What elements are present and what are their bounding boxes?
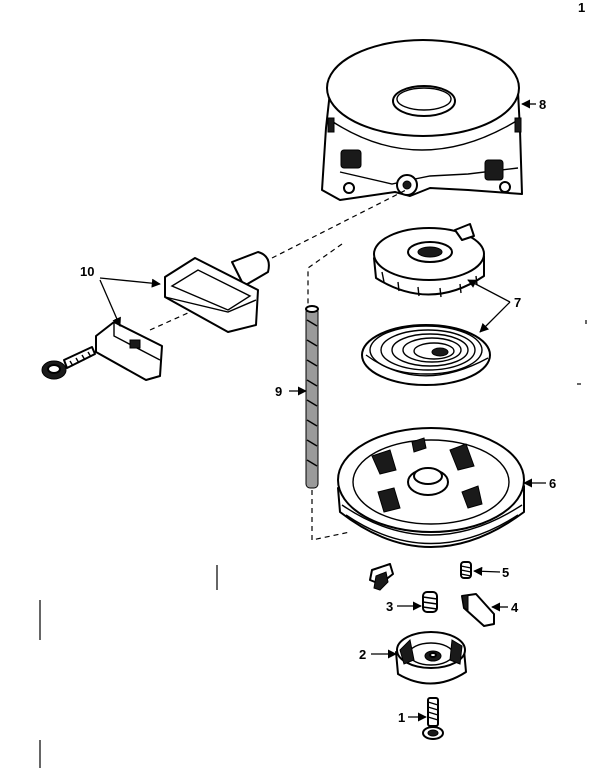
part-3-spring bbox=[422, 591, 438, 613]
leader-10-clip bbox=[99, 279, 121, 327]
part-4-pawl bbox=[461, 593, 495, 627]
part-10-handle bbox=[164, 251, 270, 333]
part-7-spring-cup bbox=[373, 223, 485, 298]
part-10-retainer-clip bbox=[95, 321, 163, 381]
part-5-spring bbox=[460, 561, 472, 579]
part-2-ratchet-cup bbox=[395, 631, 467, 685]
part-1-center-bolt bbox=[422, 697, 444, 740]
part-7-recoil-spring bbox=[361, 324, 491, 386]
callout-7: 7 bbox=[514, 295, 521, 310]
leader-5 bbox=[473, 566, 501, 576]
page-mark: 1 bbox=[578, 0, 585, 15]
callout-9: 9 bbox=[275, 384, 282, 399]
leader-10-handle bbox=[99, 277, 161, 288]
callout-4: 4 bbox=[511, 600, 519, 615]
pulley-pin bbox=[369, 563, 394, 591]
part-9-starter-rope bbox=[305, 305, 319, 489]
callout-2: 2 bbox=[359, 647, 366, 662]
part-6-pulley bbox=[337, 427, 525, 548]
callout-6: 6 bbox=[549, 476, 556, 491]
rope-path-dashed bbox=[307, 243, 343, 310]
callout-10: 10 bbox=[80, 264, 94, 279]
leader-7-cup bbox=[467, 279, 511, 303]
leader-7-spring bbox=[479, 301, 511, 333]
callout-5: 5 bbox=[502, 565, 509, 580]
part-8-housing bbox=[321, 39, 523, 201]
rope-path-dashed bbox=[271, 189, 407, 259]
rope-path-dashed bbox=[311, 490, 351, 541]
callout-3: 3 bbox=[386, 599, 393, 614]
clip-screw bbox=[41, 346, 96, 380]
callout-8: 8 bbox=[539, 97, 546, 112]
callout-1: 1 bbox=[398, 710, 405, 725]
